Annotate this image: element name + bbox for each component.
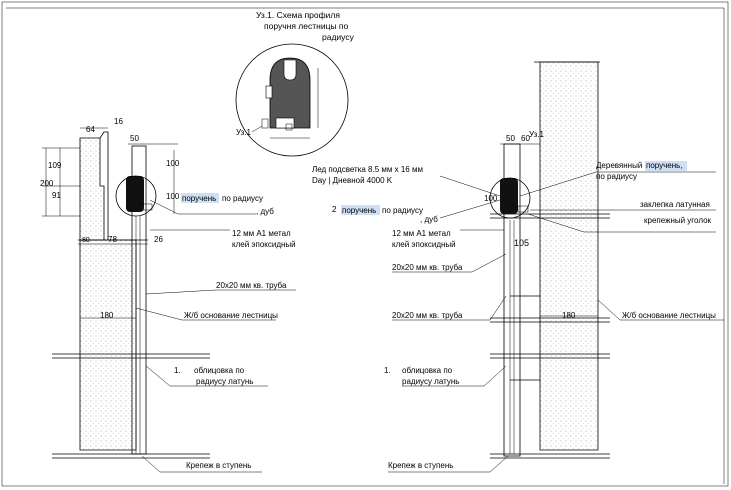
left-metal-line2: клей эпоксидный bbox=[232, 240, 296, 249]
detail-circle bbox=[235, 43, 349, 157]
left-dim-200: 200 bbox=[40, 179, 54, 188]
left-concrete-base bbox=[79, 239, 137, 451]
left-cladding-line2: радиусу латунь bbox=[196, 377, 253, 386]
right-metal-line2: клей эпоксидный bbox=[392, 240, 456, 249]
right-led-line1: Лед подсветка 8.5 мм х 16 мм bbox=[312, 165, 423, 174]
right-fastener-leader2 bbox=[489, 455, 509, 473]
right-cladding-leader2 bbox=[483, 365, 507, 387]
left-wedge bbox=[99, 131, 109, 240]
left-pipe-leader bbox=[145, 289, 217, 295]
handrail-profile-shape bbox=[269, 57, 311, 129]
left-dim-26: 26 bbox=[154, 235, 163, 244]
right-dim-100: 100 bbox=[484, 194, 498, 203]
left-base-leader bbox=[135, 307, 183, 321]
right-handrail-leader bbox=[439, 199, 501, 219]
handrail-notch bbox=[265, 85, 273, 99]
right-pipe-lower-leader2 bbox=[489, 295, 507, 321]
left-cladding-num: 1. bbox=[174, 366, 181, 375]
left-handrail-highlight-bg bbox=[181, 193, 219, 203]
left-metal-line1: 12 мм А1 метал bbox=[232, 229, 291, 238]
right-base-label: Ж/б основание лестницы bbox=[622, 311, 716, 320]
right-dim-180: 180 bbox=[562, 311, 576, 320]
right-wood-line2: по радиусу bbox=[596, 172, 637, 181]
right-cladding-line1: облицовка по bbox=[402, 366, 453, 375]
right-pipe-upper: 20х20 мм кв. труба bbox=[392, 263, 463, 272]
left-dim-109: 109 bbox=[48, 161, 62, 170]
left-fastener-label: Крепеж в ступень bbox=[186, 461, 251, 470]
right-wood-prefix: Деревянный bbox=[596, 161, 642, 170]
right-pipe-upper-leader2 bbox=[471, 253, 507, 273]
left-fastener-leader bbox=[141, 455, 161, 473]
right-metal-line1: 12 мм А1 метал bbox=[392, 229, 451, 238]
right-dim-50: 50 bbox=[506, 134, 515, 143]
right-handrail-rest: по радиусу bbox=[382, 206, 423, 215]
left-section: 64 16 50 109 200 91 100 100 80 78 26 180… bbox=[40, 117, 296, 473]
left-handrail-callout bbox=[115, 175, 157, 217]
left-dim-80: 80 bbox=[82, 237, 90, 244]
handrail-base-plate bbox=[275, 117, 295, 129]
left-pipe-label: 20х20 мм кв. труба bbox=[216, 281, 287, 290]
right-wood-highlight-bg bbox=[645, 161, 687, 171]
right-handrail-highlight: поручень bbox=[342, 206, 376, 215]
detail-small-block-left bbox=[261, 118, 269, 129]
right-base-leader bbox=[597, 299, 621, 321]
left-dim-16: 16 bbox=[114, 117, 123, 126]
right-cap-label: заклепка латунная bbox=[640, 200, 710, 209]
right-led-leader bbox=[439, 175, 501, 197]
left-dim-50: 50 bbox=[130, 134, 139, 143]
right-fastener-label: Крепеж в ступень bbox=[388, 461, 453, 470]
left-dim-180: 180 bbox=[100, 311, 114, 320]
right-wood-highlight: поручень, bbox=[646, 161, 683, 170]
right-dim-60: 60 bbox=[521, 134, 530, 143]
left-upper-block bbox=[79, 137, 105, 241]
right-wood-leader bbox=[519, 171, 597, 197]
right-handrail-num: 2 bbox=[332, 205, 337, 214]
detail-title-line1: Уз.1. Схема профиля bbox=[256, 10, 340, 20]
detail-small-block-right bbox=[285, 123, 293, 131]
left-dim-91: 91 bbox=[52, 191, 61, 200]
left-handrail-line2: , дуб bbox=[256, 207, 274, 216]
right-handrail-callout bbox=[489, 177, 531, 219]
left-dim-64: 64 bbox=[86, 125, 95, 134]
left-clip bbox=[139, 203, 153, 211]
detail-callout-label: Уз.1 bbox=[236, 128, 252, 137]
right-bracket-label: крепежный уголок bbox=[644, 216, 712, 225]
left-handrail-rest: по радиусу bbox=[222, 194, 263, 203]
left-handrail-leader bbox=[149, 199, 179, 215]
right-clip bbox=[517, 205, 529, 213]
profile-detail: Уз.1. Схема профиля поручня лестницы по … bbox=[235, 10, 355, 157]
right-wall bbox=[539, 61, 599, 451]
left-handrail-highlight: поручень bbox=[182, 194, 216, 203]
right-callout: Уз.1 bbox=[529, 130, 545, 139]
right-handrail-line2: , дуб bbox=[420, 215, 438, 224]
left-dim-100-mid: 100 bbox=[166, 192, 180, 201]
right-dim-105: 105 bbox=[514, 238, 529, 248]
right-handrail bbox=[500, 178, 518, 214]
right-led-line2: Dау | Дневной 4000 K bbox=[312, 176, 393, 185]
left-cladding-leader bbox=[145, 365, 171, 387]
left-base-label: Ж/б основание лестницы bbox=[184, 311, 278, 320]
detail-callout-leader bbox=[251, 125, 263, 133]
right-pipe-lower: 20х20 мм кв. труба bbox=[392, 311, 463, 320]
right-bracket-leader bbox=[527, 213, 585, 233]
right-section: 50 60 Уз.1 100 105 180 Лед подсветка 8.5… bbox=[312, 61, 724, 473]
left-dim-100-top: 100 bbox=[166, 159, 180, 168]
detail-title-line3: радиусу bbox=[322, 32, 355, 42]
left-post bbox=[131, 145, 147, 455]
left-cladding-line1: облицовка по bbox=[194, 366, 245, 375]
right-handrail-highlight-bg bbox=[341, 205, 380, 215]
right-cladding-num: 1. bbox=[384, 366, 391, 375]
detail-title-line2: поручня лестницы по bbox=[264, 21, 349, 31]
left-handrail bbox=[126, 176, 144, 212]
right-cladding-line2: радиусу латунь bbox=[402, 377, 459, 386]
handrail-profile-groove bbox=[283, 59, 297, 81]
left-dim-78: 78 bbox=[108, 235, 117, 244]
